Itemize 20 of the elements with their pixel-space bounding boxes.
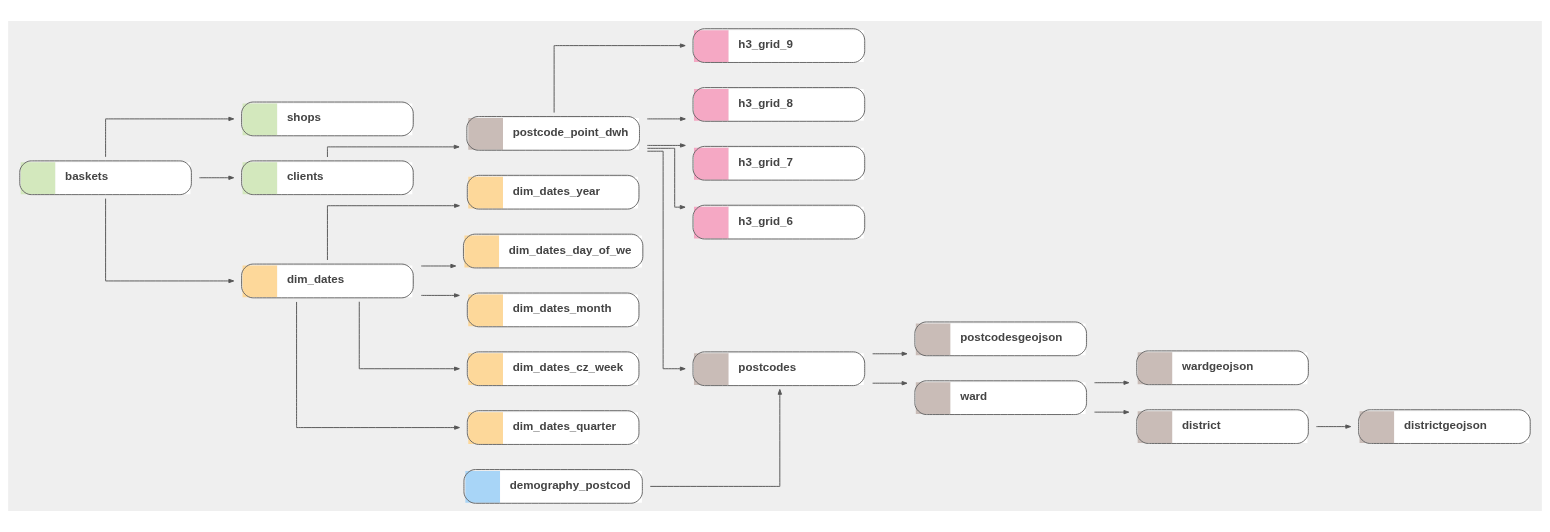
arrow <box>105 198 235 284</box>
arrow <box>1094 409 1130 415</box>
arrow <box>420 263 457 269</box>
arrow <box>198 175 235 180</box>
arrow <box>1094 380 1130 385</box>
arrow <box>326 144 460 158</box>
arrow <box>646 150 686 371</box>
arrow <box>105 116 235 158</box>
arrow <box>646 116 686 122</box>
arrow <box>296 301 460 430</box>
arrow <box>420 293 460 298</box>
arrow <box>646 143 686 148</box>
arrow <box>1315 424 1352 429</box>
arrow <box>649 389 782 487</box>
arrow <box>872 351 908 356</box>
arrow <box>553 43 686 114</box>
arrow <box>358 301 460 371</box>
arrow <box>326 203 460 261</box>
arrow <box>872 381 908 386</box>
arrow <box>646 147 686 210</box>
